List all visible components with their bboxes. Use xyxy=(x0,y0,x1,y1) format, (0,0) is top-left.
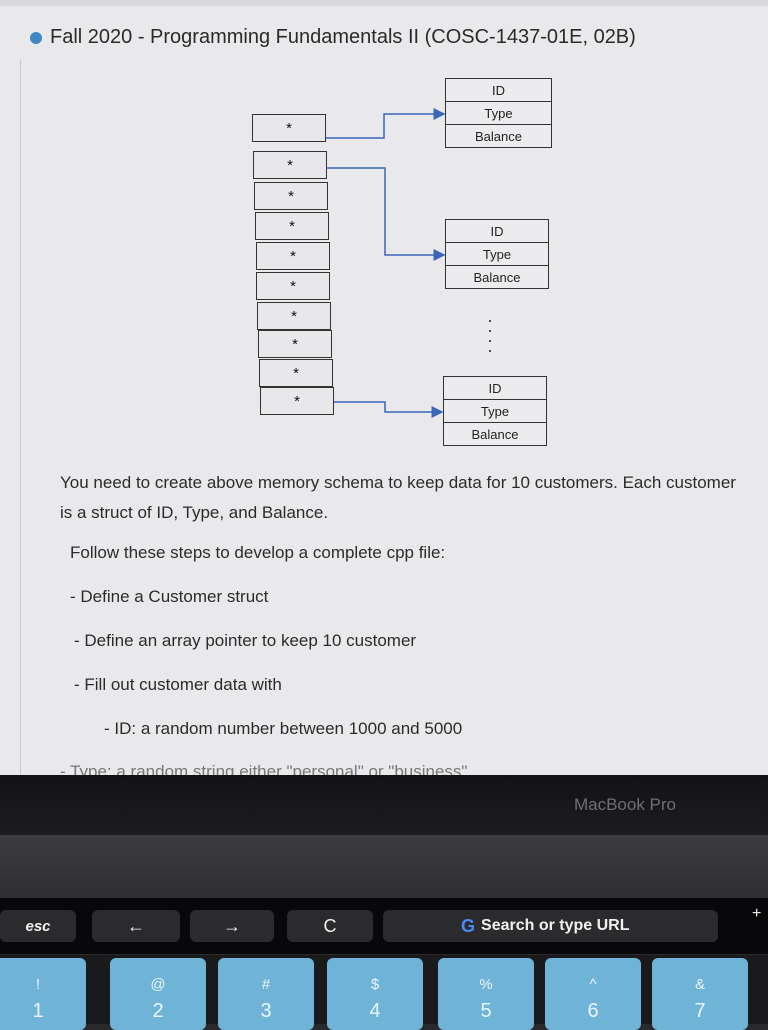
new-tab-icon[interactable]: + xyxy=(752,905,762,922)
customer-record-second: ID Type Balance xyxy=(445,219,549,289)
content-left-border xyxy=(20,60,21,775)
array-cell-9: * xyxy=(260,387,334,415)
key-1[interactable]: !1 xyxy=(0,958,86,1030)
key-digit: 2 xyxy=(152,1000,164,1022)
key-7[interactable]: &7 xyxy=(652,958,748,1030)
key-symbol: % xyxy=(479,976,493,993)
pointer-arrow-1 xyxy=(326,108,446,139)
key-2[interactable]: @2 xyxy=(110,958,206,1030)
course-title[interactable]: Fall 2020 - Programming Fundamentals II … xyxy=(50,26,636,48)
browser-screen: Fall 2020 - Programming Fundamentals II … xyxy=(0,0,768,775)
array-cell-4: * xyxy=(256,242,330,270)
customer-record-first: ID Type Balance xyxy=(445,78,552,148)
screen-bezel xyxy=(0,775,768,835)
key-3[interactable]: #3 xyxy=(218,958,314,1030)
record-field-balance: Balance xyxy=(443,422,547,446)
key-digit: 6 xyxy=(587,1000,599,1022)
step-define-struct: - Define a Customer struct xyxy=(70,587,269,606)
pointer-arrow-3 xyxy=(334,401,444,418)
arrow-left-icon: ← xyxy=(127,915,145,936)
record-field-type: Type xyxy=(445,242,549,266)
esc-key[interactable]: esc xyxy=(0,910,76,942)
assignment-content: You need to create above memory schema t… xyxy=(60,468,740,762)
record-field-type: Type xyxy=(445,101,552,125)
step-id-random: - ID: a random number between 1000 and 5… xyxy=(104,719,463,738)
key-digit: 5 xyxy=(480,1000,492,1022)
brand-label: MacBook Pro xyxy=(573,795,676,814)
pointer-arrows xyxy=(326,108,446,418)
key-symbol: & xyxy=(694,976,705,993)
memory-schema-diagram: * * * * * * * * * * ID Type Balance ID T… xyxy=(240,70,580,450)
key-digit: 1 xyxy=(32,1000,44,1022)
back-button[interactable]: ← xyxy=(92,910,180,942)
search-url-button[interactable]: G Search or type URL xyxy=(383,910,718,942)
arrow-right-icon: → xyxy=(223,915,241,936)
ellipsis-dots: ···· xyxy=(487,310,493,360)
key-digit: 7 xyxy=(694,1000,706,1022)
reload-button[interactable]: C xyxy=(287,910,373,942)
step-array-pointer: - Define an array pointer to keep 10 cus… xyxy=(74,631,417,650)
status-dot-icon xyxy=(30,31,42,44)
array-cell-6: * xyxy=(257,302,331,330)
step-type-partial: - Type: a random string either "personal… xyxy=(60,762,468,775)
key-symbol: @ xyxy=(150,976,166,993)
key-5[interactable]: %5 xyxy=(438,958,534,1030)
key-symbol: # xyxy=(261,976,271,993)
keyboard-deck xyxy=(0,835,768,905)
key-digit: 3 xyxy=(260,1000,272,1022)
array-cell-2: * xyxy=(254,182,328,210)
key-4[interactable]: $4 xyxy=(327,958,423,1030)
search-url-label: Search or type URL xyxy=(481,917,630,934)
record-field-id: ID xyxy=(445,78,552,102)
record-field-balance: Balance xyxy=(445,124,552,148)
steps-heading: Follow these steps to develop a complete… xyxy=(70,543,446,562)
array-cell-0: * xyxy=(252,114,326,142)
google-icon: G xyxy=(461,915,476,936)
customer-record-last: ID Type Balance xyxy=(443,376,547,446)
array-cell-1: * xyxy=(253,151,327,179)
array-cell-3: * xyxy=(255,212,329,240)
key-digit: 4 xyxy=(369,1000,381,1022)
key-symbol: ^ xyxy=(589,976,597,993)
key-symbol: ! xyxy=(35,976,41,993)
key-symbol: $ xyxy=(370,976,380,993)
course-header[interactable]: Fall 2020 - Programming Fundamentals II … xyxy=(30,26,636,49)
record-field-balance: Balance xyxy=(445,265,549,289)
step-fill-data: - Fill out customer data with xyxy=(74,675,282,694)
reload-icon: C xyxy=(323,915,337,936)
assignment-intro: You need to create above memory schema t… xyxy=(60,473,736,522)
forward-button[interactable]: → xyxy=(190,910,274,942)
window-top-strip xyxy=(0,0,768,6)
record-field-type: Type xyxy=(443,399,547,423)
array-cell-8: * xyxy=(259,359,333,387)
record-field-id: ID xyxy=(443,376,547,400)
pointer-arrow-2 xyxy=(327,167,446,261)
array-cell-7: * xyxy=(258,330,332,358)
array-cell-5: * xyxy=(256,272,330,300)
record-field-id: ID xyxy=(445,219,549,243)
key-6[interactable]: ^6 xyxy=(545,958,641,1030)
